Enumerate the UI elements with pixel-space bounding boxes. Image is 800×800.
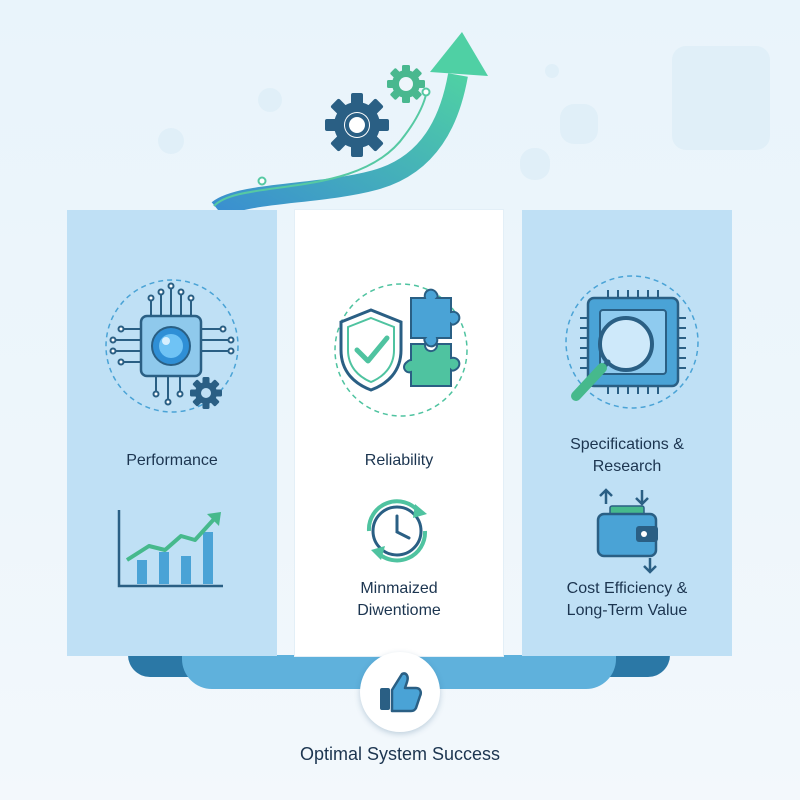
specs-label-line2: Research [592, 458, 662, 475]
background-square [560, 104, 598, 144]
downtime-label-line1: Minmaized [360, 580, 438, 597]
background-square [672, 46, 770, 150]
reliability-panel: Reliability Minmaized Diwentiome [295, 210, 503, 656]
reliability-label: Reliability [364, 452, 434, 469]
growth-chart-icon [117, 510, 223, 588]
downtime-label-line2: Diwentiome [357, 602, 441, 619]
processor-chip-icon [105, 279, 239, 413]
shield-puzzle-icon [334, 283, 468, 417]
performance-label: Performance [126, 452, 218, 469]
background-square [545, 64, 559, 78]
footer-title: Optimal System Success [299, 744, 501, 764]
wallet-icon [596, 488, 658, 574]
gear-icon [387, 65, 425, 103]
background-square [258, 88, 282, 112]
gear-icon [190, 377, 222, 409]
background-square [158, 128, 184, 154]
clock-refresh-icon [366, 499, 428, 563]
cost-label-line2: Long-Term Value [566, 602, 688, 619]
background-square [520, 148, 550, 180]
success-badge [360, 652, 440, 732]
gear-icon [325, 93, 389, 157]
cost-label-line1: Cost Efficiency & [566, 580, 688, 597]
thumbs-up-icon [380, 672, 423, 713]
specs-label-line1: Specifications & [570, 436, 684, 453]
performance-panel: Performance [67, 210, 277, 656]
specs-panel: Specifications & Research Cost Efficienc… [522, 210, 732, 656]
chip-magnifier-icon [565, 275, 699, 409]
growth-arrow-icon [211, 32, 488, 215]
